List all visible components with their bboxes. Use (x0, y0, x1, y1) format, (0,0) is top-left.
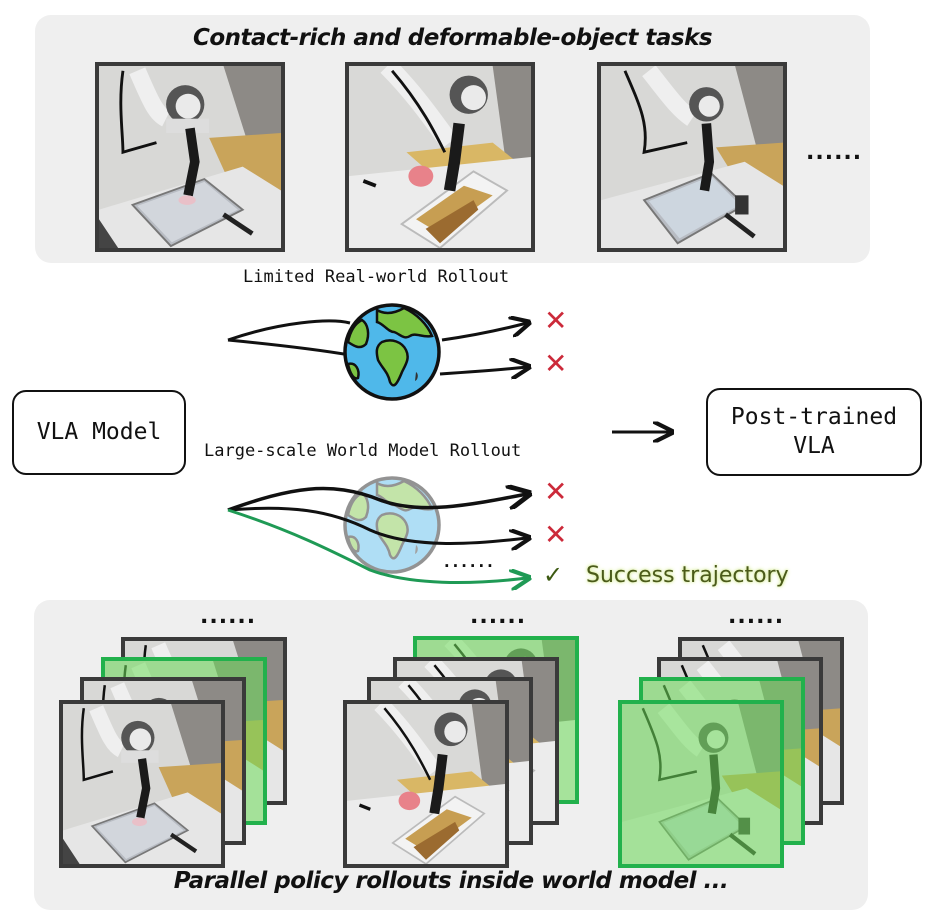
stack-drawing-frame-rollout (59, 700, 225, 868)
real-world-rollout-label: Limited Real-world Rollout (243, 267, 510, 287)
vla-model-label: VLA Model (36, 419, 162, 446)
top-ellipsis: ...... (806, 140, 863, 165)
top-panel-title: Contact-rich and deformable-object tasks (192, 25, 713, 51)
real-trajectory-1 (227, 319, 351, 342)
stack-ellipsis: ...... (200, 604, 257, 629)
post-trained-label-line2: VLA (793, 433, 835, 459)
success-trajectory-label: Success trajectory (586, 563, 789, 588)
real-world-frame-drawing-2 (597, 62, 787, 252)
stack-ellipsis: ...... (470, 604, 527, 629)
stack-drawing-2-frame-success (618, 700, 784, 868)
trajectory-ellipsis: ...... (442, 552, 495, 571)
post-trained-vla-box: Post-trained VLA (706, 388, 922, 476)
post-trained-label-line1: Post-trained (730, 404, 898, 431)
success-tint (622, 704, 780, 864)
fail-icon: ✕ (544, 475, 568, 508)
stack-ellipsis: ...... (728, 604, 785, 629)
wm-success-trajectory (227, 508, 527, 583)
fail-icon: ✕ (544, 518, 568, 551)
fail-icon: ✕ (544, 347, 568, 380)
stack-food-frame-rollout (343, 700, 509, 868)
wm-trajectory-1 (227, 489, 527, 512)
globe-real-world-icon (343, 303, 441, 401)
world-model-rollout-label: Large-scale World Model Rollout (204, 441, 522, 461)
real-world-frame-food (345, 62, 535, 252)
real-trajectory-out-1 (441, 323, 527, 342)
real-world-trajectories (227, 319, 351, 357)
real-world-frame-drawing (95, 62, 285, 252)
checkmark-icon: ✓ (543, 561, 564, 589)
fail-icon: ✕ (544, 304, 568, 337)
real-trajectory-1b (227, 338, 351, 357)
vla-model-box: VLA Model (12, 390, 186, 475)
wm-trajectory-2 (227, 506, 527, 543)
real-trajectory-out-2 (439, 367, 527, 374)
bottom-panel-title: Parallel policy rollouts inside world mo… (173, 868, 729, 894)
